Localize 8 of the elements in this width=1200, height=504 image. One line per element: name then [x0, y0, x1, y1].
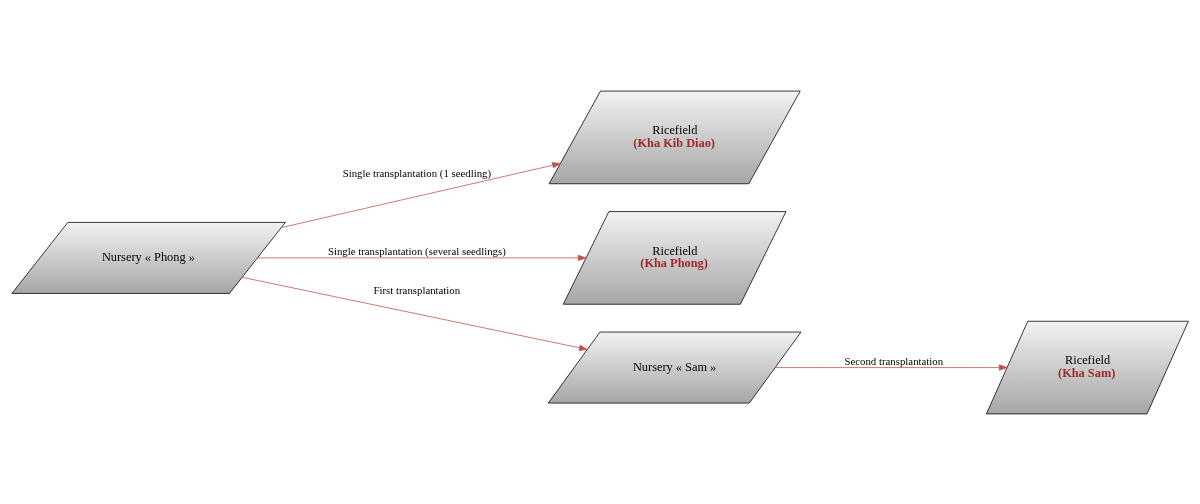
arrow	[257, 254, 587, 261]
arrow	[774, 364, 1008, 371]
arrow	[281, 161, 561, 228]
edge-label: Single transplantation (several seedlings)	[327, 244, 506, 257]
arrow	[241, 276, 588, 351]
edge-label: First transplantation	[373, 283, 461, 296]
edge-label: Single transplantation (1 seedling)	[342, 166, 492, 179]
edge-label: Second transplantation	[844, 354, 944, 367]
